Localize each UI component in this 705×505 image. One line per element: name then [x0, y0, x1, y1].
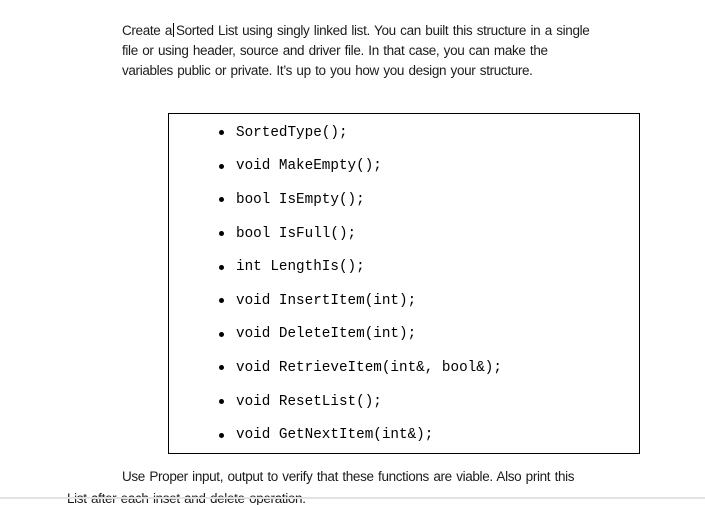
intro-line-3: variables public or private. It’s up to …: [122, 62, 533, 78]
function-signature: void MakeEmpty();: [236, 158, 382, 175]
function-list-item: bool IsEmpty();: [169, 183, 639, 217]
function-signature: bool IsFull();: [236, 225, 357, 242]
function-signature: void ResetList();: [236, 393, 382, 410]
text-caret: [172, 22, 174, 37]
function-list-box[interactable]: SortedType(); void MakeEmpty(); bool IsE…: [168, 113, 640, 454]
function-list-item: int LengthIs();: [169, 250, 639, 284]
function-signature: int LengthIs();: [236, 259, 365, 276]
function-signature: void RetrieveItem(int&, bool&);: [236, 359, 502, 376]
function-list-item: SortedType();: [169, 116, 639, 150]
function-list-item: void InsertItem(int);: [169, 284, 639, 318]
bullet-icon: [219, 264, 224, 270]
function-signature: void DeleteItem(int);: [236, 326, 417, 343]
bullet-icon: [219, 365, 224, 371]
bullet-icon: [219, 130, 224, 136]
function-list: SortedType(); void MakeEmpty(); bool IsE…: [169, 114, 639, 452]
intro-line-2: file or using header, source and driver …: [122, 42, 548, 58]
intro-text-before-caret: Create a: [122, 22, 172, 38]
intro-text-after-caret: Sorted List using singly linked list. Yo…: [175, 22, 590, 38]
bullet-icon: [219, 399, 224, 405]
outro-line-1: Use Proper input, output to verify that …: [122, 468, 575, 484]
outro-paragraph[interactable]: Use Proper input, output to verify that …: [67, 466, 627, 505]
function-signature: void InsertItem(int);: [236, 292, 417, 309]
function-list-item: void RetrieveItem(int&, bool&);: [169, 351, 639, 385]
bullet-icon: [219, 331, 224, 337]
function-list-item: void MakeEmpty();: [169, 150, 639, 184]
bullet-icon: [219, 432, 224, 438]
function-list-item: void ResetList();: [169, 385, 639, 419]
bullet-icon: [219, 197, 224, 203]
function-list-item: void GetNextItem(int&);: [169, 418, 639, 452]
bullet-icon: [219, 298, 224, 304]
function-list-item: void DeleteItem(int);: [169, 318, 639, 352]
function-signature: bool IsEmpty();: [236, 191, 365, 208]
function-signature: SortedType();: [236, 124, 348, 141]
function-signature: void GetNextItem(int&);: [236, 427, 434, 444]
page-bottom-divider: [0, 497, 705, 499]
function-list-item: bool IsFull();: [169, 217, 639, 251]
bullet-icon: [219, 231, 224, 237]
bullet-icon: [219, 163, 224, 169]
